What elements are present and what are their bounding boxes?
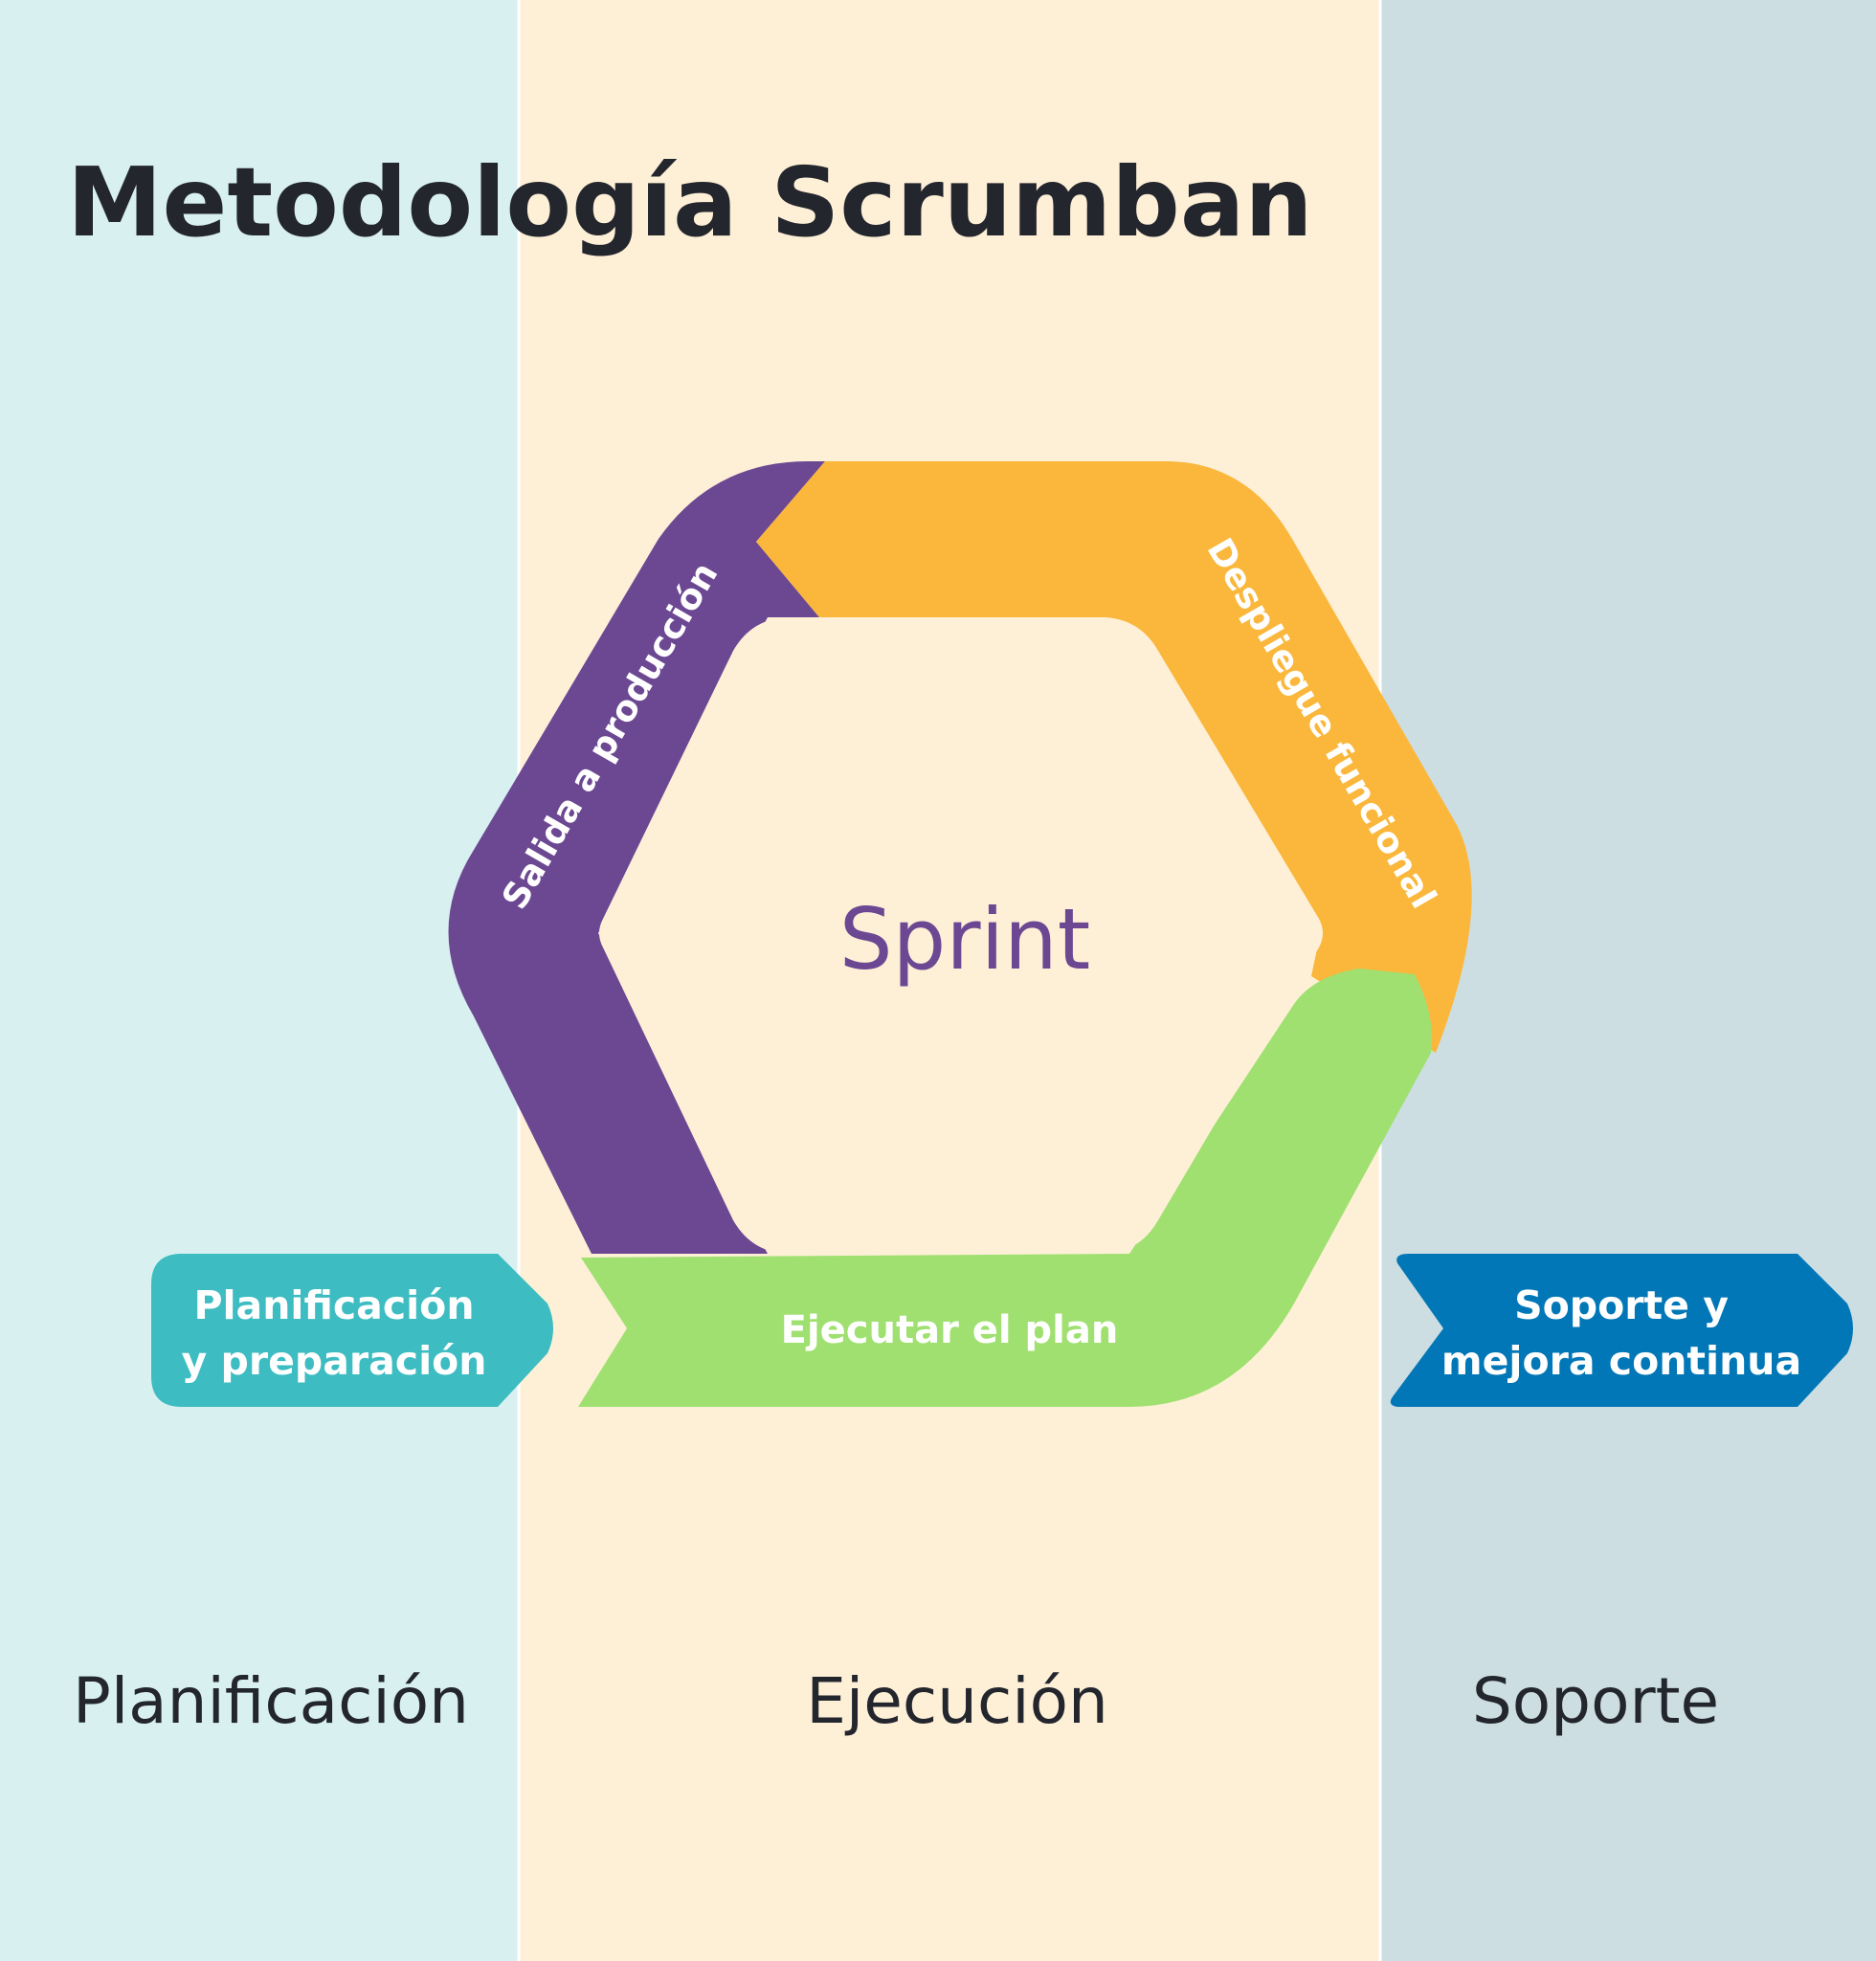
page-title: Metodología Scrumban <box>67 146 1313 258</box>
arrow-label-planificacion-2: y preparación <box>182 1338 487 1384</box>
column-bg-soporte <box>1380 0 1876 1961</box>
arrow-label-soporte-2: mejora continua <box>1441 1338 1801 1384</box>
column-label-planificacion: Planificación <box>73 1664 469 1738</box>
column-bg-planificacion <box>0 0 519 1961</box>
arrow-shape-planificacion <box>151 1254 553 1407</box>
segment-ejecutar-el-plan <box>578 969 1432 1407</box>
sprint-label: Sprint <box>839 890 1091 989</box>
arrow-planificacion-preparacion: Planificación y preparación <box>151 1254 553 1407</box>
sprint-cycle: Sprint Salida a producción Despliegue fu… <box>448 461 1472 1407</box>
arrow-label-soporte-1: Soporte y <box>1514 1282 1729 1328</box>
arrow-soporte-mejora: Soporte y mejora continua <box>1390 1254 1853 1407</box>
arrow-shape-soporte <box>1390 1254 1853 1407</box>
sprint-center-hexagon <box>599 617 1323 1254</box>
segment-label-ejecutar: Ejecutar el plan <box>781 1308 1119 1352</box>
arrow-label-planificacion-1: Planificación <box>193 1282 474 1328</box>
column-label-ejecucion: Ejecución <box>806 1664 1108 1738</box>
column-label-soporte: Soporte <box>1472 1664 1719 1738</box>
segment-despliegue-funcional <box>756 461 1472 1053</box>
